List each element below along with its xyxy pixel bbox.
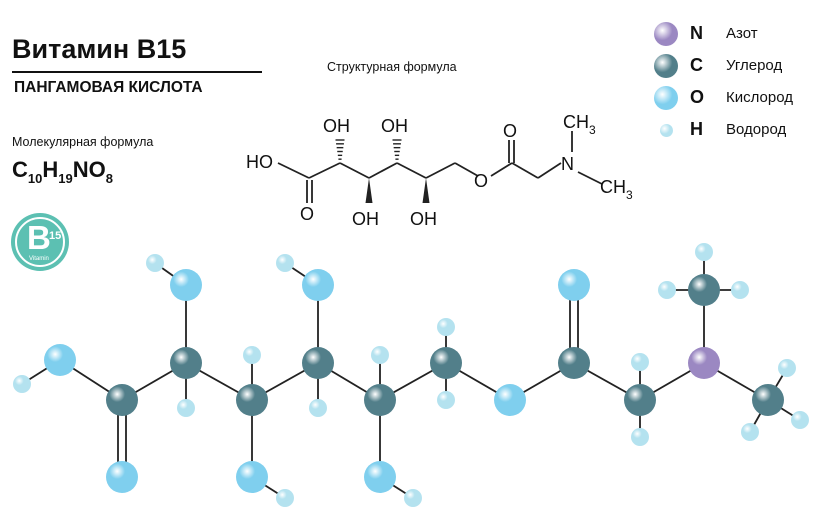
struct-label-oh: OH bbox=[323, 116, 350, 136]
legend-atom-icon bbox=[654, 86, 678, 110]
struct-subscript: 3 bbox=[626, 188, 633, 202]
legend-symbol: N bbox=[690, 23, 703, 43]
legend-atom-icon bbox=[659, 123, 673, 137]
struct-label-n: N bbox=[561, 154, 574, 174]
badge-letter: B bbox=[27, 219, 51, 256]
hydrogen-atom bbox=[13, 375, 31, 393]
struct-label-oh: OH bbox=[352, 209, 379, 229]
carbon-atom bbox=[364, 384, 396, 416]
carbon-atom bbox=[558, 347, 590, 379]
structural-formula-label: Структурная формула bbox=[327, 60, 457, 74]
hydrogen-atom bbox=[631, 428, 649, 446]
hydrogen-atom bbox=[695, 243, 713, 261]
ball-stick-atoms bbox=[13, 243, 809, 507]
struct-label-ch3: CH3 bbox=[600, 177, 633, 202]
page-title: Витамин B15 bbox=[12, 34, 187, 64]
struct-bond bbox=[454, 162, 479, 177]
legend-name: Углерод bbox=[726, 57, 783, 74]
molecular-formula: C10H19NO8 bbox=[12, 157, 113, 186]
struct-bond bbox=[396, 162, 427, 179]
hydrogen-atom bbox=[276, 254, 294, 272]
nitrogen-atom bbox=[688, 347, 720, 379]
struct-label-oh: OH bbox=[410, 209, 437, 229]
hydrogen-atom bbox=[437, 391, 455, 409]
struct-bond bbox=[277, 162, 310, 179]
hydrogen-atom bbox=[404, 489, 422, 507]
hydrogen-atom bbox=[741, 423, 759, 441]
legend-name: Водород bbox=[726, 121, 787, 138]
formula-count: 8 bbox=[105, 171, 113, 186]
badge-number: 15 bbox=[49, 230, 62, 242]
struct-label-o: O bbox=[300, 204, 314, 224]
carbon-atom bbox=[302, 347, 334, 379]
legend-symbol: C bbox=[690, 55, 703, 75]
struct-wedge-bond bbox=[365, 178, 373, 203]
hydrogen-atom bbox=[243, 346, 261, 364]
carbon-atom bbox=[170, 347, 202, 379]
struct-bond bbox=[511, 162, 539, 179]
struct-subscript: 3 bbox=[589, 123, 596, 137]
oxygen-atom bbox=[236, 461, 268, 493]
struct-label-ch3: CH3 bbox=[563, 112, 596, 137]
struct-bond bbox=[339, 162, 370, 179]
struct-bond bbox=[368, 162, 398, 179]
legend-symbol: H bbox=[690, 119, 703, 139]
carbon-atom bbox=[106, 384, 138, 416]
formula-element: C bbox=[12, 157, 28, 182]
struct-label-o: O bbox=[474, 171, 488, 191]
ball-stick-bonds bbox=[21, 252, 801, 499]
hydrogen-atom bbox=[778, 359, 796, 377]
oxygen-atom bbox=[558, 269, 590, 301]
hydrogen-atom bbox=[371, 346, 389, 364]
struct-wedge-bond bbox=[422, 178, 430, 203]
hydrogen-atom bbox=[791, 411, 809, 429]
oxygen-atom bbox=[302, 269, 334, 301]
molecular-formula-label: Молекулярная формула bbox=[12, 135, 154, 149]
formula-element: N bbox=[72, 157, 89, 182]
vitamin-badge-icon: B 15 Vitamin bbox=[11, 213, 69, 271]
struct-bond bbox=[577, 171, 603, 185]
hydrogen-atom bbox=[731, 281, 749, 299]
oxygen-atom bbox=[170, 269, 202, 301]
carbon-atom bbox=[430, 347, 462, 379]
struct-label-ho: HO bbox=[246, 152, 273, 172]
legend-symbol: O bbox=[690, 87, 705, 107]
struct-label-o: O bbox=[503, 121, 517, 141]
struct-bond bbox=[425, 162, 456, 179]
hydrogen-atom bbox=[309, 399, 327, 417]
carbon-atom bbox=[236, 384, 268, 416]
carbon-atom bbox=[752, 384, 784, 416]
formula-element: O bbox=[88, 157, 106, 182]
carbon-atom bbox=[624, 384, 656, 416]
legend-name: Кислород bbox=[726, 89, 793, 106]
legend-atom-icon bbox=[654, 54, 678, 78]
struct-label-oh: OH bbox=[381, 116, 408, 136]
struct-bond bbox=[537, 162, 562, 179]
formula-count: 10 bbox=[27, 171, 43, 186]
title-divider bbox=[12, 71, 262, 73]
page-subtitle: ПАНГАМОВАЯ КИСЛОТА bbox=[14, 79, 203, 96]
struct-bond bbox=[490, 162, 513, 177]
oxygen-atom bbox=[106, 461, 138, 493]
oxygen-atom bbox=[44, 344, 76, 376]
carbon-atom bbox=[688, 274, 720, 306]
hydrogen-atom bbox=[276, 489, 294, 507]
formula-count: 19 bbox=[58, 171, 73, 186]
hydrogen-atom bbox=[437, 318, 455, 336]
badge-word: Vitamin bbox=[29, 256, 49, 262]
formula-element: H bbox=[42, 157, 59, 182]
oxygen-atom bbox=[494, 384, 526, 416]
struct-bond bbox=[308, 162, 341, 179]
hydrogen-atom bbox=[146, 254, 164, 272]
hydrogen-atom bbox=[631, 353, 649, 371]
hydrogen-atom bbox=[177, 399, 195, 417]
legend-name: Азот bbox=[726, 25, 758, 42]
hydrogen-atom bbox=[658, 281, 676, 299]
oxygen-atom bbox=[364, 461, 396, 493]
legend-atom-icon bbox=[654, 22, 678, 46]
